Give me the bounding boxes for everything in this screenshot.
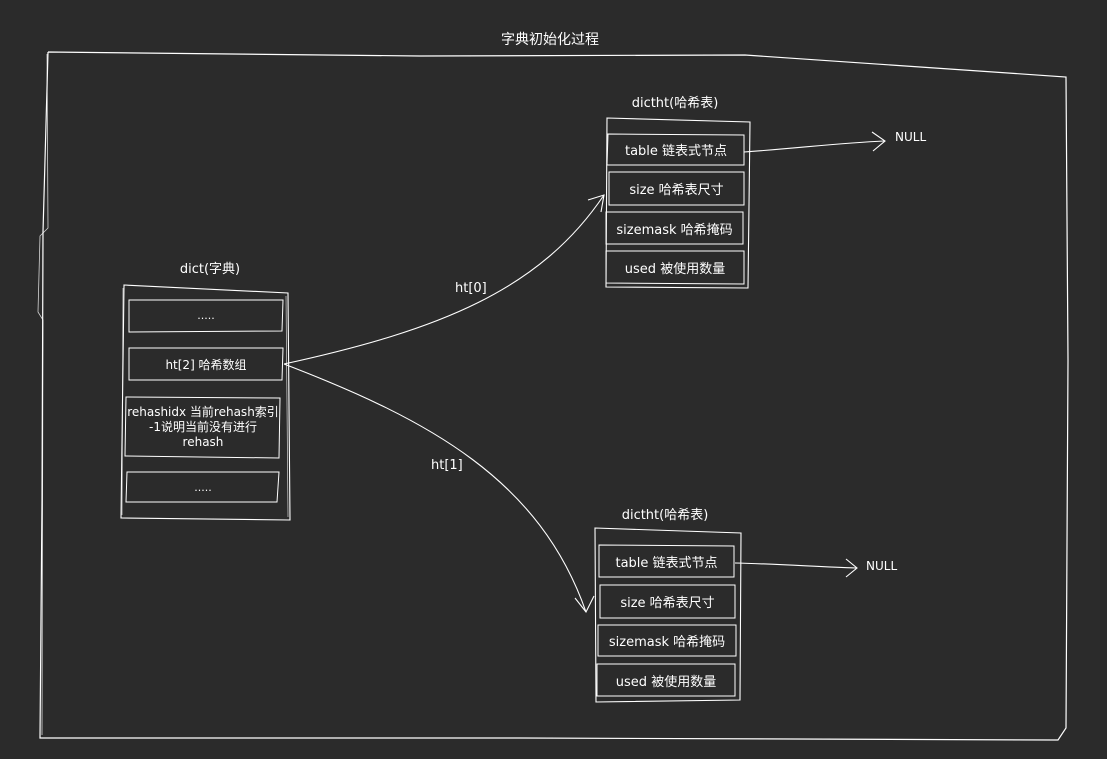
dictht-top-label: dictht(哈希表) xyxy=(631,96,719,111)
diagram-title: 字典初始化过程 xyxy=(501,32,599,48)
edge-ht1-curve xyxy=(283,363,587,613)
dict-field-ht-array: ht[2] 哈希数组 xyxy=(165,357,247,372)
dictht-bottom-outer-box xyxy=(594,527,742,703)
dict-field-3-box xyxy=(124,396,281,459)
dictht-bottom-field-2-box xyxy=(599,584,736,619)
dictht-bottom-field-used: used 被使用数量 xyxy=(615,674,717,690)
dict-field-4-box xyxy=(125,471,280,503)
edge-ht1-label: ht[1] xyxy=(431,458,463,473)
dictht-top-field-table: table 链表式节点 xyxy=(624,144,728,159)
dict-field-1: ..... xyxy=(197,309,215,322)
dict-label: dict(字典) xyxy=(179,262,241,277)
dictht-top-null: NULL xyxy=(895,130,927,144)
dictht-bottom-field-4-box xyxy=(596,663,736,697)
dictht-bottom-field-table: table 链表式节点 xyxy=(615,555,718,571)
edge-top-null-arrowhead xyxy=(871,131,886,152)
edge-ht0-arrowhead xyxy=(587,194,605,213)
outer-frame xyxy=(39,51,1069,741)
dictht-bottom-field-sizemask: sizemask 哈希掩码 xyxy=(608,635,726,650)
dictht-top-field-sizemask: sizemask 哈希掩码 xyxy=(616,222,733,238)
outer-frame-sketch xyxy=(37,53,49,736)
edge-bottom-null xyxy=(734,562,857,569)
dict-outer-box-sketch xyxy=(121,287,289,518)
edge-bottom-null-arrowhead xyxy=(845,558,858,578)
dictht-top-field-3-box xyxy=(605,211,744,245)
dictht-top-field-2-box xyxy=(608,171,745,206)
dictht-top-field-4-box xyxy=(605,250,745,285)
dict-field-2-box xyxy=(128,347,284,381)
dictht-top-field-1-box xyxy=(606,133,745,166)
dictht-top-field-used: used 被使用数量 xyxy=(624,262,726,277)
edge-ht0-curve xyxy=(283,194,605,365)
dictht-bottom-field-1-box xyxy=(598,544,735,578)
edge-ht0-label: ht[0] xyxy=(455,281,487,296)
dictht-top-field-size: size 哈希表尺寸 xyxy=(629,183,724,198)
edge-ht1-arrowhead xyxy=(574,595,595,614)
dictht-bottom-label: dictht(哈希表) xyxy=(621,508,709,523)
edge-top-null xyxy=(743,140,885,153)
dict-field-1-box xyxy=(128,299,284,333)
dictht-bottom-field-3-box xyxy=(597,624,737,657)
dict-field-4: ..... xyxy=(194,480,212,494)
dictht-bottom-field-size: size 哈希表尺寸 xyxy=(620,596,715,611)
dict-field-rehashidx: rehashidx 当前rehash索引 -1说明当前没有进行 rehash xyxy=(127,404,279,449)
dictht-bottom-null: NULL xyxy=(866,559,898,573)
